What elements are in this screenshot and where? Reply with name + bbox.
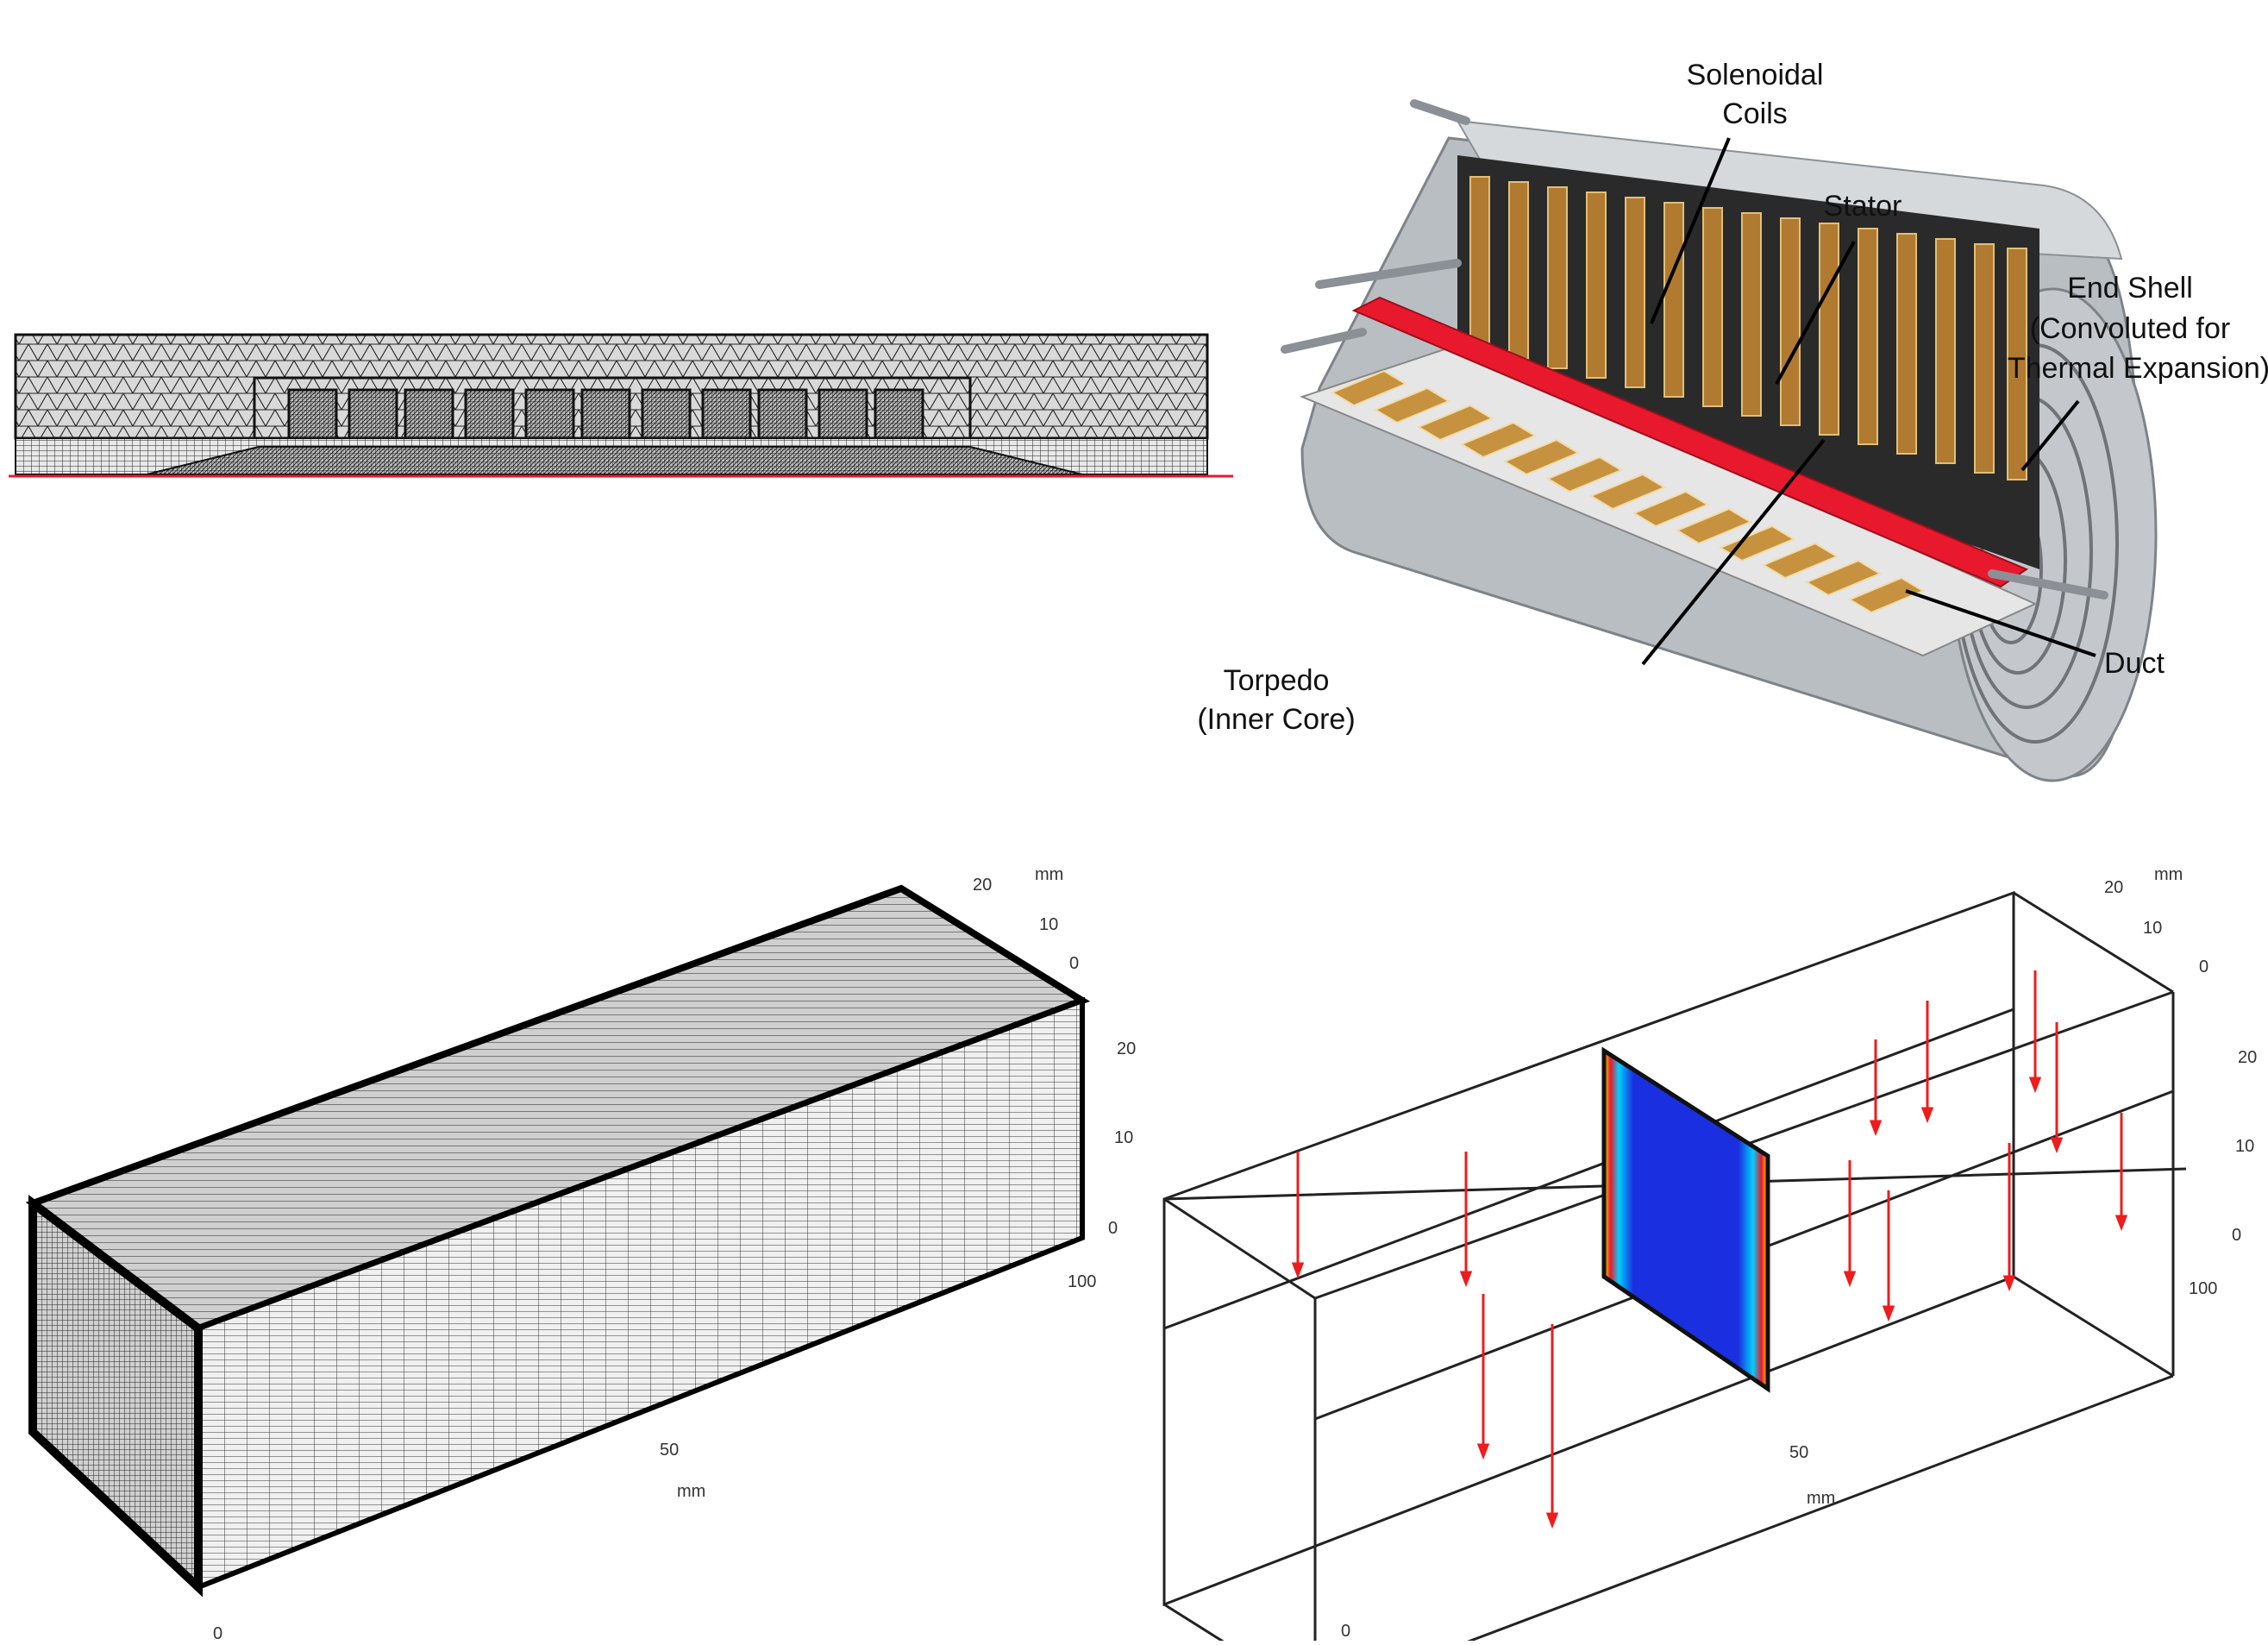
field-x-tick-50: 50 bbox=[1789, 1443, 1808, 1462]
duct-tubes bbox=[1281, 99, 2108, 600]
pump-cutaway-figure: Solenoidal Coils Stator End Shell (Convo… bbox=[1197, 59, 2268, 782]
field-3d-panel: mm 20 10 0 20 10 0 100 50 mm 0 bbox=[1147, 828, 2268, 1645]
leader-lines bbox=[1641, 137, 2096, 666]
field-3d-figure: mm 20 10 0 20 10 0 100 50 mm 0 bbox=[1162, 865, 2257, 1645]
field-x-unit: mm bbox=[1807, 1489, 1835, 1508]
field-y-tick-0: 0 bbox=[2232, 1226, 2241, 1245]
mesh-coil-blocks bbox=[287, 388, 924, 440]
mesh-origin-tick: 0 bbox=[213, 1624, 222, 1641]
label-solenoidal-coils-2: Coils bbox=[1722, 97, 1788, 130]
mesh-y-tick-0: 0 bbox=[1108, 1219, 1118, 1238]
label-torpedo-1: Torpedo bbox=[1224, 664, 1330, 697]
stator-bar bbox=[1351, 296, 2029, 588]
mesh-3d-figure: mm 20 10 0 20 10 0 100 50 mm 0 bbox=[25, 865, 1136, 1643]
label-stator: Stator bbox=[1824, 190, 1902, 223]
field-z-tick-10: 10 bbox=[2143, 919, 2162, 938]
mesh-z-tick-20: 20 bbox=[973, 876, 992, 895]
label-end-shell-1: End Shell bbox=[2067, 272, 2193, 305]
label-end-shell-2: (Convoluted for bbox=[2030, 312, 2230, 345]
label-solenoidal-coils-1: Solenoidal bbox=[1687, 59, 1824, 91]
label-end-shell-3: Thermal Expansion) bbox=[2008, 352, 2268, 385]
mesh-2d-figure bbox=[9, 333, 1233, 478]
solenoidal-coils-lower bbox=[1330, 369, 1926, 614]
field-origin-tick: 0 bbox=[1341, 1622, 1350, 1641]
field-z-tick-0: 0 bbox=[2199, 957, 2208, 976]
mesh-x-tick-50: 50 bbox=[660, 1441, 679, 1460]
mesh-3d-panel: mm 20 10 0 20 10 0 100 50 mm 0 bbox=[0, 828, 1147, 1643]
field-slice-plane bbox=[1601, 1046, 1770, 1393]
field-y-tick-20: 20 bbox=[2238, 1048, 2257, 1067]
label-duct: Duct bbox=[2104, 647, 2165, 680]
mesh-z-tick-0: 0 bbox=[1069, 954, 1079, 973]
cutaway-panel: Solenoidal Coils Stator End Shell (Convo… bbox=[1173, 0, 2268, 811]
mesh-duct-taper bbox=[146, 446, 1083, 475]
label-torpedo-2: (Inner Core) bbox=[1197, 703, 1355, 736]
mesh-y-tick-10: 10 bbox=[1114, 1128, 1133, 1147]
field-unit-top: mm bbox=[2154, 865, 2183, 884]
mesh-x-unit: mm bbox=[677, 1482, 705, 1501]
mesh-z-tick-10: 10 bbox=[1039, 915, 1058, 934]
mesh-y-tick-20: 20 bbox=[1117, 1039, 1136, 1058]
field-x-tick-100: 100 bbox=[2189, 1279, 2217, 1298]
mesh-box-end bbox=[28, 1194, 203, 1598]
field-z-tick-20: 20 bbox=[2104, 878, 2123, 897]
solenoidal-coils-upper bbox=[1469, 176, 2027, 480]
velocity-arrows bbox=[1291, 970, 2128, 1529]
mesh-x-tick-100: 100 bbox=[1068, 1272, 1096, 1291]
field-y-tick-10: 10 bbox=[2235, 1137, 2254, 1156]
mesh-2d-panel bbox=[0, 0, 1242, 518]
mesh-unit-top: mm bbox=[1035, 865, 1063, 884]
